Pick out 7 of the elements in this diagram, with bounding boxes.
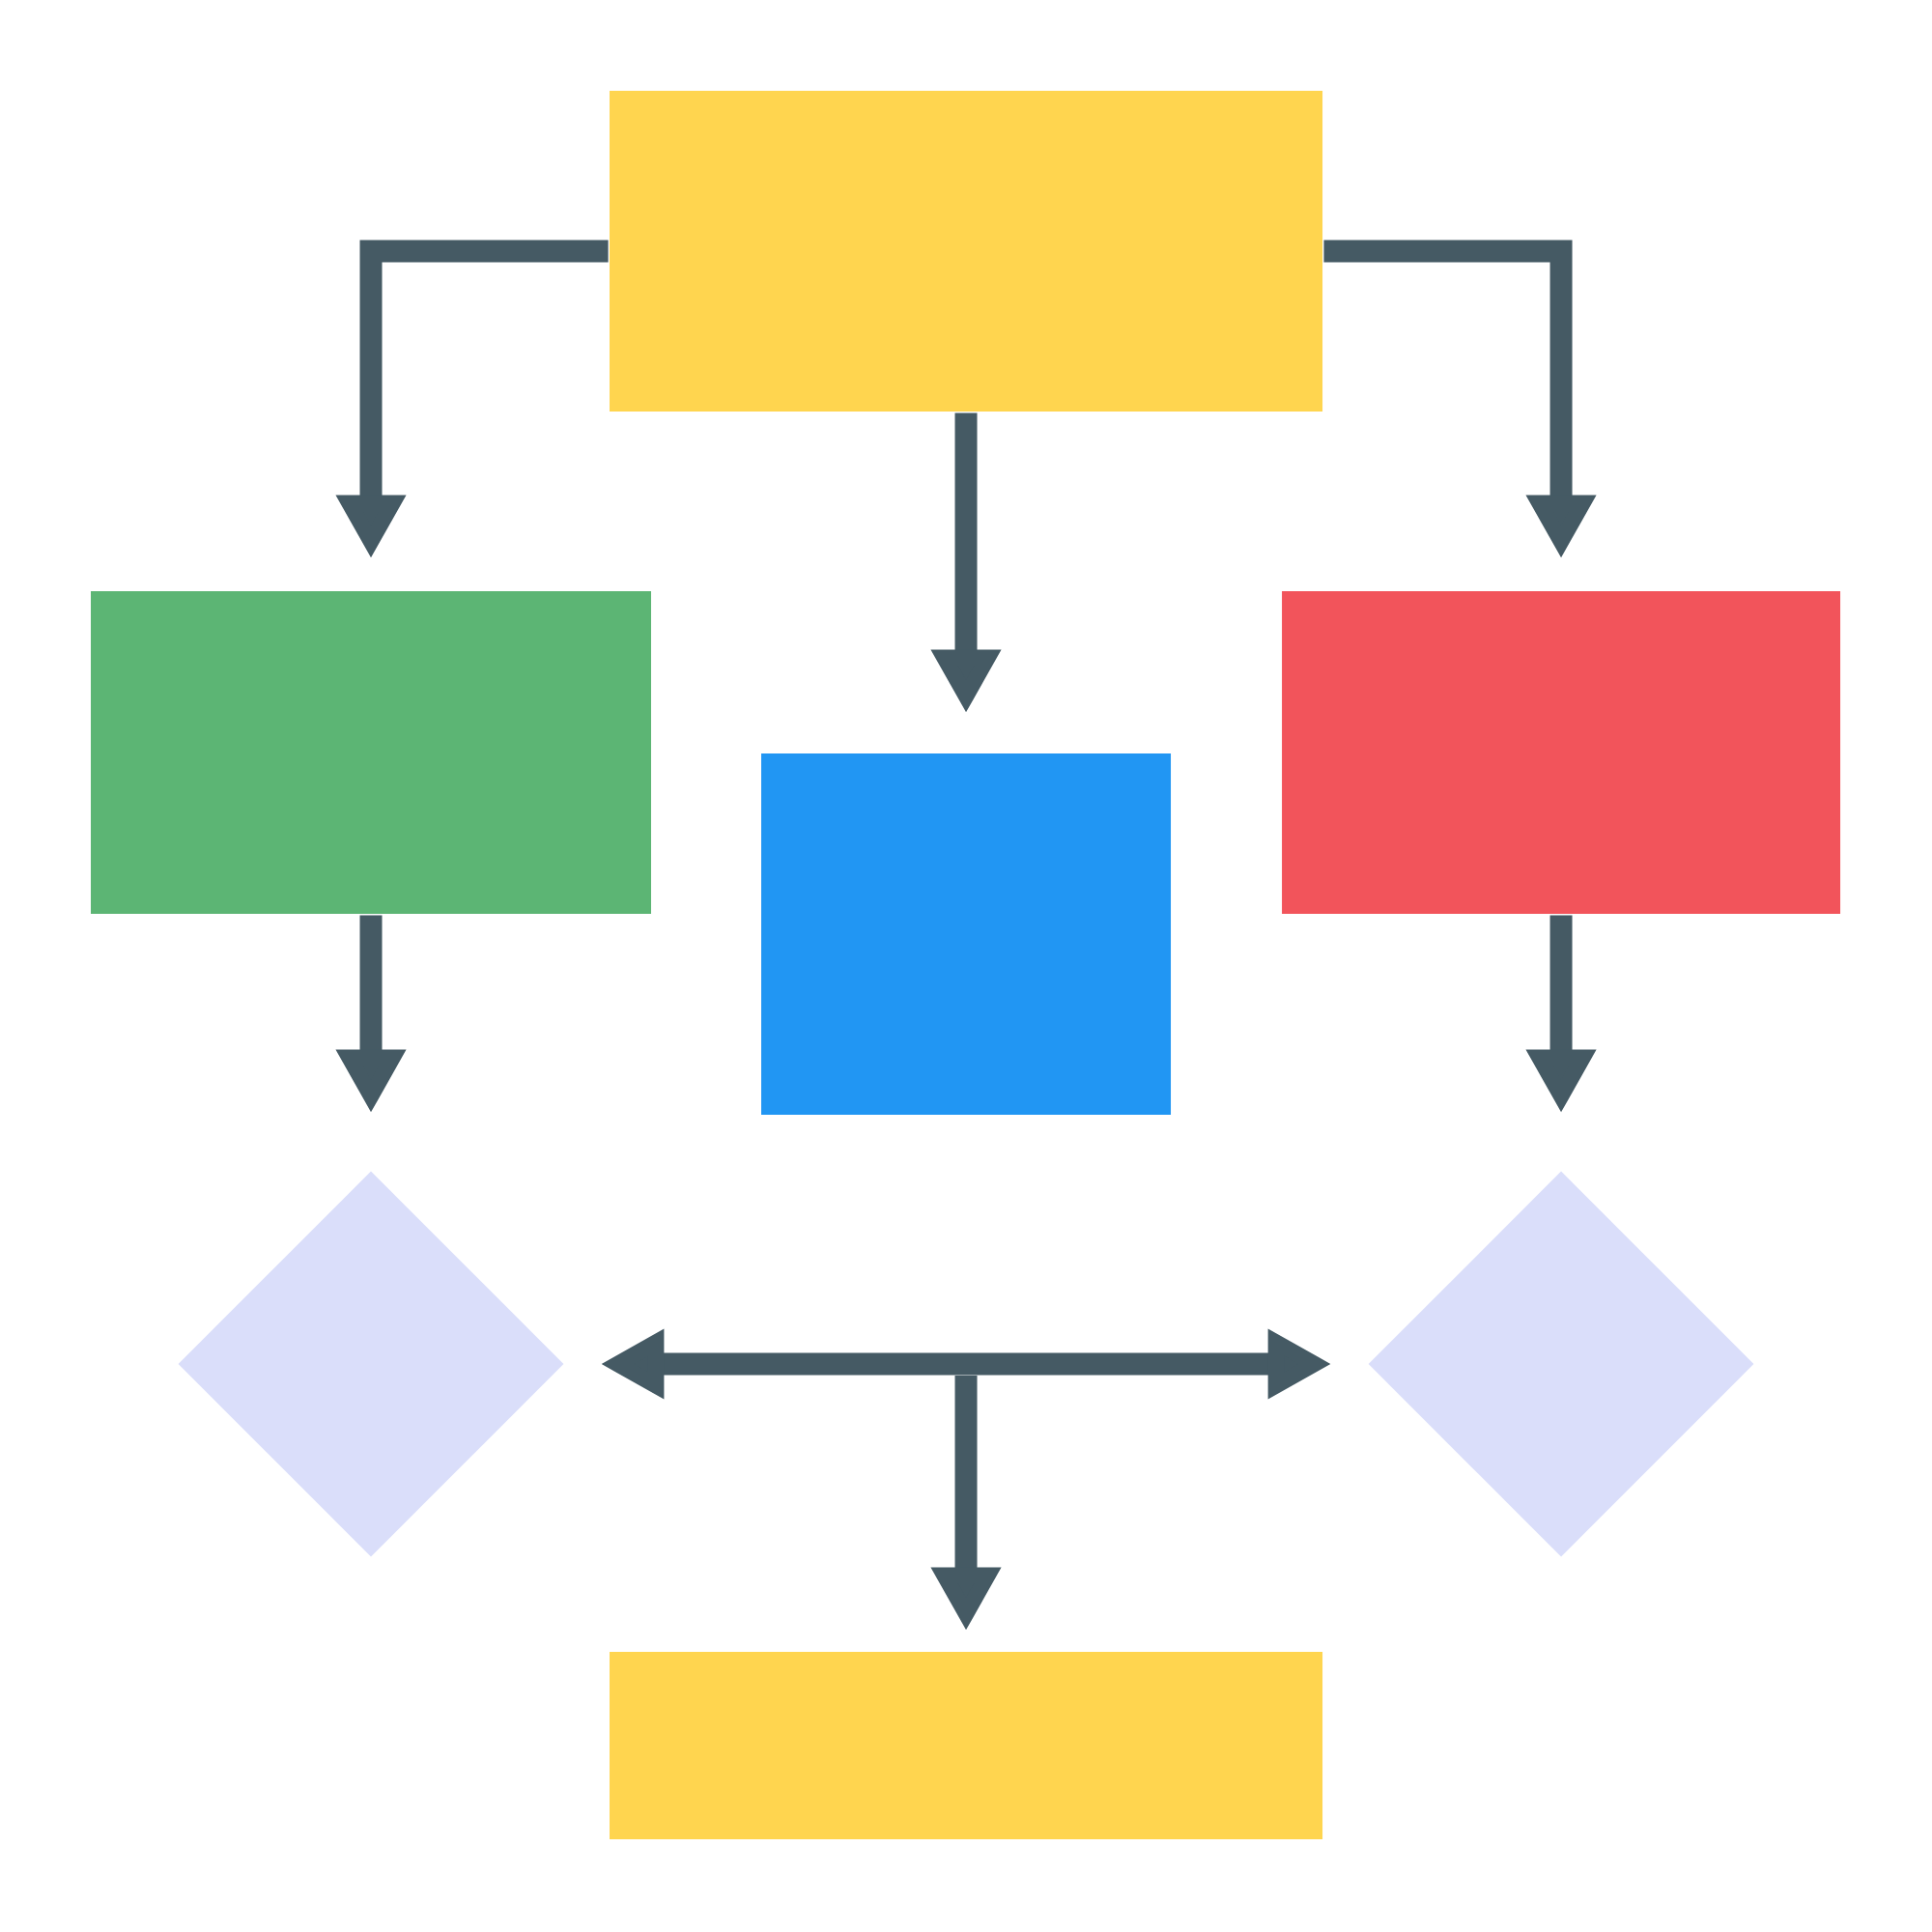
process-box — [761, 753, 1172, 1115]
decision-diamond — [178, 1171, 564, 1557]
decision-diamond — [1368, 1171, 1754, 1557]
process-box — [610, 91, 1323, 412]
process-box — [91, 591, 651, 914]
process-box — [610, 1652, 1323, 1840]
process-box — [1282, 591, 1841, 914]
